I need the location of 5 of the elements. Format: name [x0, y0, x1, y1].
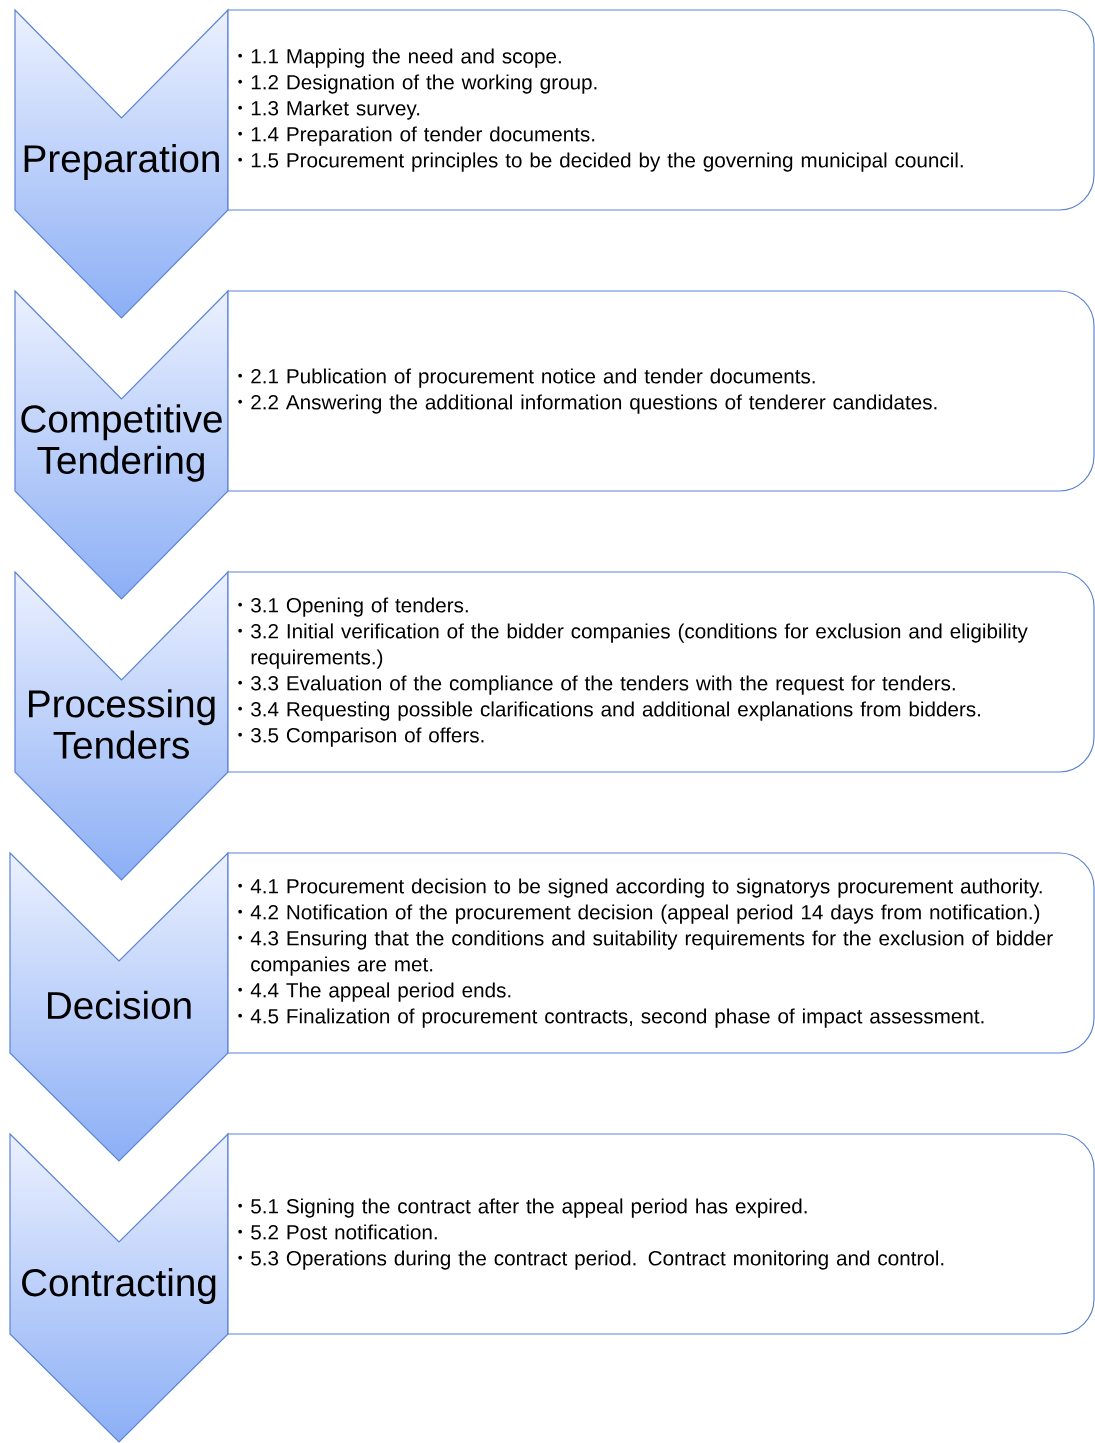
text-box: 3.1 Opening of tenders. 3.2 Initial verification of the bidder companies (conditions for exclusion and eligibility requirements.) 3.3 Evaluation of the compliance of the tenders with the request for tenders. 3.4 Requesting possible clarifications and additional explanations from bidders. 3.5 Comparison of offers. — [227, 571, 1095, 773]
text-box: 4.1 Procurement decision to be signed according to signatorys procurement authority. 4.2 Notification of the procurement decision (appeal period 14 days from notification.) 4.3 Ensuring that the conditions and suitability requirements for the exclusion of bidder companies are met. 4.4 The appeal period ends. 4.5 Finalization of procurement contracts, second phase of impact assessment. — [227, 852, 1095, 1054]
text-box: 2.1 Publication of procurement notice and tender documents. 2.2 Answering the additional information questions of tenderer candidates. — [227, 290, 1095, 492]
text-box: 5.1 Signing the contract after the appeal period has expired. 5.2 Post notification. 5.3 Operations during the contract period. Contract monitoring and control. — [227, 1133, 1095, 1335]
text-box: 1.1 Mapping the need and scope. 1.2 Designation of the working group. 1.3 Market survey. 1.4 Preparation of tender documents. 1.5 Procurement principles to be decided by the governing municipal council. — [227, 9, 1095, 211]
